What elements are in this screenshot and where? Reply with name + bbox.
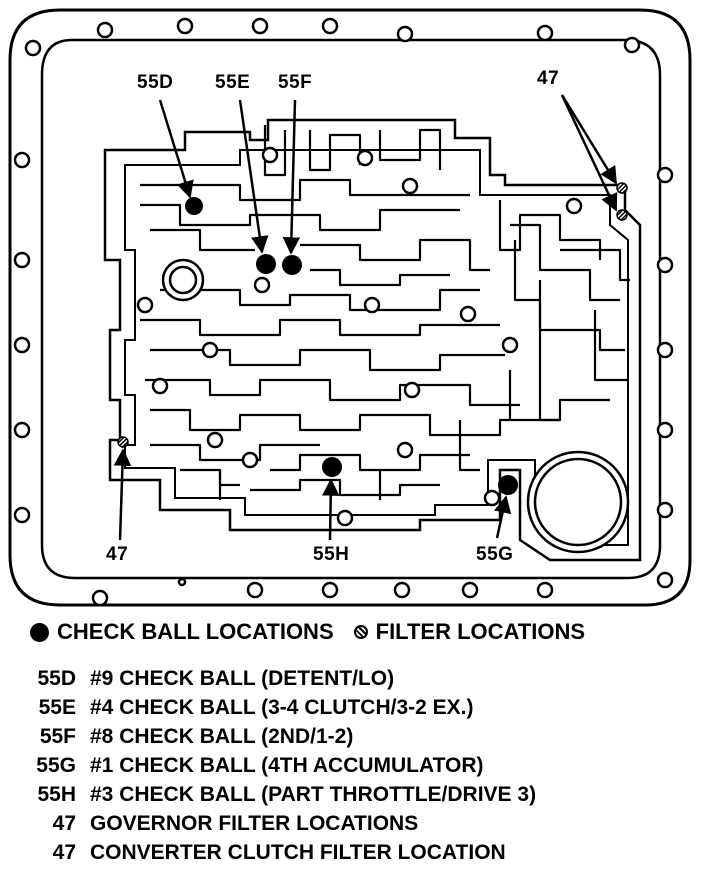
check-ball-legend-icon	[30, 622, 49, 642]
parts-key: 55D #9 CHECK BALL (DETENT/LO) 55E #4 CHE…	[14, 664, 694, 867]
filter-governor-2	[616, 209, 628, 221]
check-ball-55g	[498, 475, 518, 495]
check-ball-55h	[322, 457, 342, 477]
key-id: 55E	[38, 695, 76, 719]
legend-check-ball-label: CHECK BALL LOCATIONS	[57, 619, 334, 644]
key-id: 55H	[37, 782, 76, 806]
key-row: 55F #8 CHECK BALL (2ND/1-2)	[14, 722, 694, 751]
leader-lines	[113, 94, 618, 541]
filter-legend-icon	[353, 625, 368, 639]
filter-governor-1	[616, 182, 628, 194]
key-description: #8 CHECK BALL (2ND/1-2)	[90, 724, 354, 748]
legend-filter-label: FILTER LOCATIONS	[375, 619, 586, 644]
callout-47-left: 47	[106, 544, 129, 565]
filter-converter-clutch	[117, 436, 129, 448]
key-description: GOVERNOR FILTER LOCATIONS	[90, 811, 419, 835]
key-id: 47	[52, 840, 76, 864]
check-ball-55d	[185, 197, 203, 215]
key-id: 55D	[37, 666, 76, 690]
callout-55g: 55G	[476, 544, 514, 565]
key-id: 55F	[39, 724, 76, 748]
key-row: 55D #9 CHECK BALL (DETENT/LO)	[14, 664, 694, 693]
filters	[117, 182, 628, 448]
valve-body-outline	[103, 118, 642, 562]
key-row: 47 GOVERNOR FILTER LOCATIONS	[14, 809, 694, 838]
key-id: 47	[52, 811, 76, 835]
key-description: #1 CHECK BALL (4TH ACCUMULATOR)	[90, 753, 484, 777]
key-row: 47 CONVERTER CLUTCH FILTER LOCATION	[14, 838, 694, 867]
pan-bolt-holes	[13, 17, 674, 607]
check-balls	[185, 197, 518, 495]
callout-55h: 55H	[313, 544, 350, 565]
callout-47-top: 47	[537, 68, 560, 89]
key-description: #4 CHECK BALL (3-4 CLUTCH/3-2 EX.)	[90, 695, 474, 719]
oil-pan-outline	[8, 8, 692, 607]
valve-body-bores	[136, 146, 630, 554]
valve-body-diagram: 55D 55E 55F 47 47 55H 55G	[8, 8, 692, 607]
key-row: 55H #3 CHECK BALL (PART THROTTLE/DRIVE 3…	[14, 780, 694, 809]
legend: CHECK BALL LOCATIONS FILTER LOCATIONS	[30, 614, 704, 650]
key-description: CONVERTER CLUTCH FILTER LOCATION	[90, 840, 506, 864]
callout-55e: 55E	[215, 72, 251, 93]
callout-55d: 55D	[137, 72, 174, 93]
valve-body-passages	[140, 125, 630, 500]
key-description: #9 CHECK BALL (DETENT/LO)	[90, 666, 395, 690]
key-row: 55G #1 CHECK BALL (4TH ACCUMULATOR)	[14, 751, 694, 780]
check-ball-55e	[256, 254, 276, 274]
callout-55f: 55F	[278, 72, 313, 93]
key-id: 55G	[36, 753, 76, 777]
valve-body-drawing	[8, 8, 692, 607]
key-description: #3 CHECK BALL (PART THROTTLE/DRIVE 3)	[90, 782, 537, 806]
key-row: 55E #4 CHECK BALL (3-4 CLUTCH/3-2 EX.)	[14, 693, 694, 722]
check-ball-55f	[282, 255, 302, 275]
